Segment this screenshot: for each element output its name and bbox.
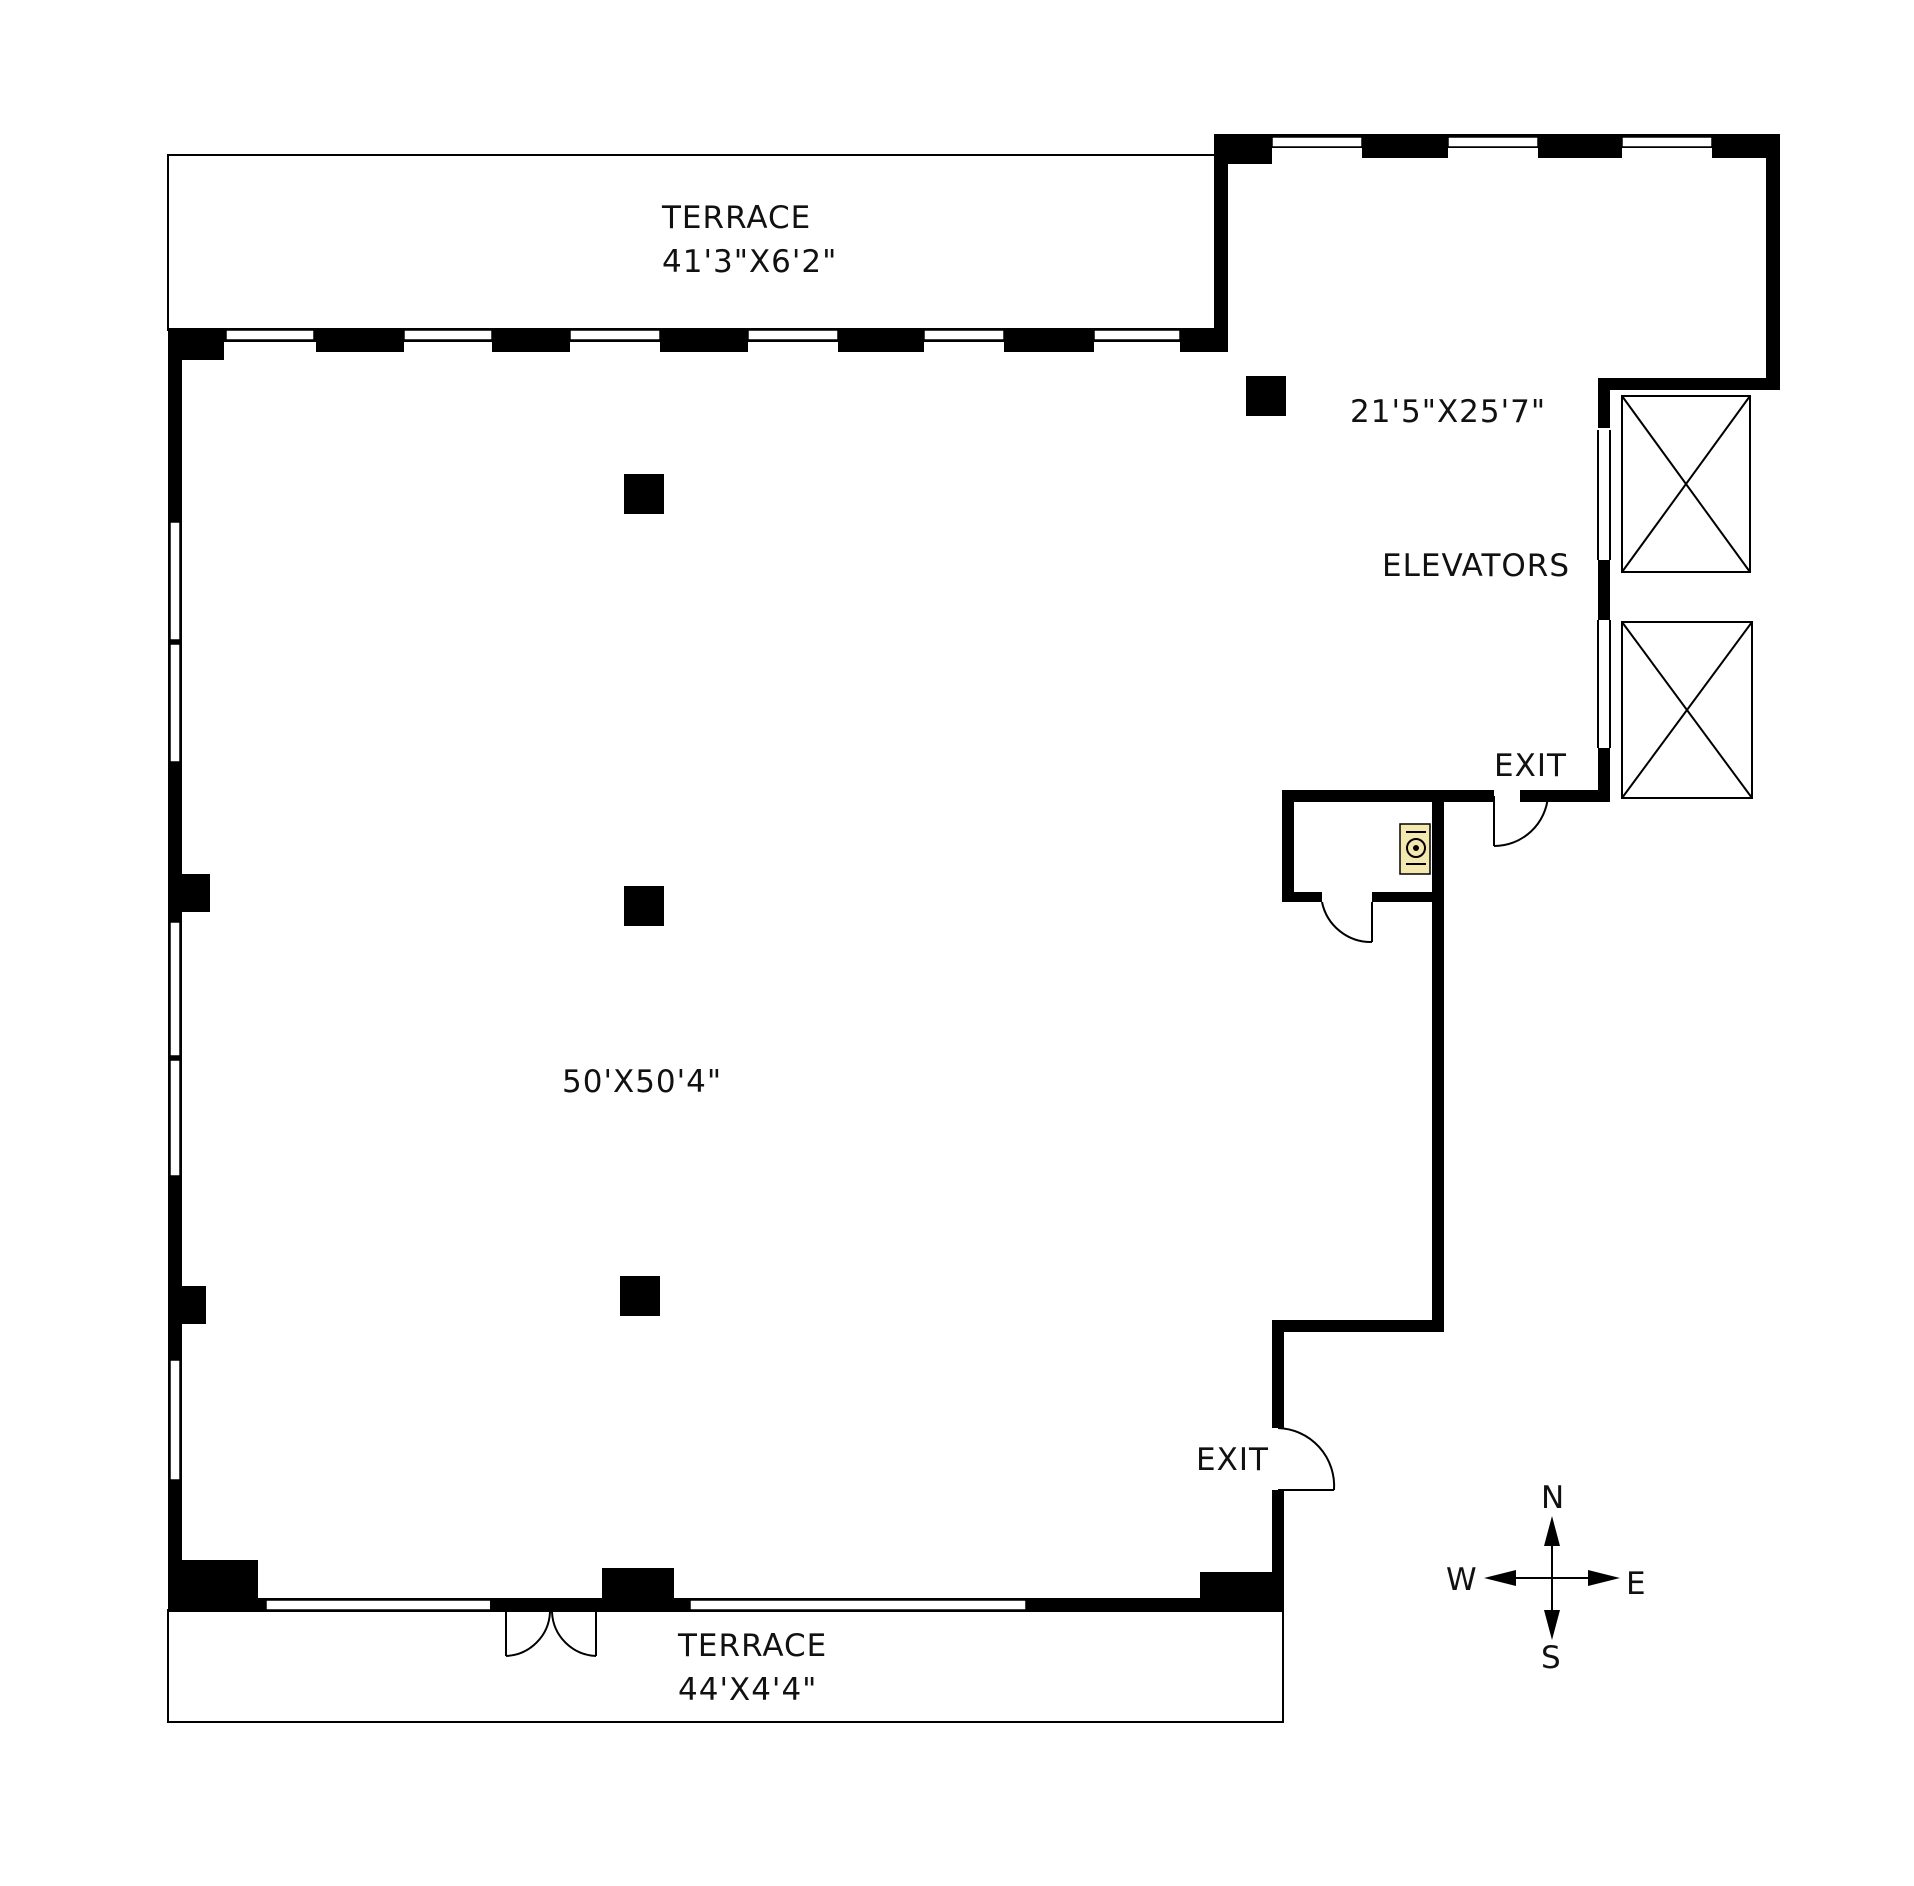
terrace-south-label: TERRACE <box>677 1628 827 1664</box>
elevator-car-2 <box>1621 621 1753 799</box>
north-arrow-icon <box>1544 1516 1560 1546</box>
compass-west-label: W <box>1446 1562 1478 1598</box>
room-labels: TERRACE 41'3"X6'2" 21'5"X25'7" ELEVATORS… <box>562 200 1570 1708</box>
east-arrow-icon <box>1588 1570 1620 1586</box>
door-exit-east <box>1493 795 1549 848</box>
elevator-car-1 <box>1621 395 1751 573</box>
door-closet <box>1321 901 1373 944</box>
elevators-label: ELEVATORS <box>1382 548 1570 584</box>
west-arrow-icon <box>1484 1570 1516 1586</box>
compass-north-label: N <box>1541 1480 1565 1516</box>
exterior-walls <box>168 134 1780 1612</box>
main-room-dimensions: 50'X50'4" <box>562 1064 722 1100</box>
lobby-dimensions: 21'5"X25'7" <box>1350 394 1546 430</box>
terrace-north-dimensions: 41'3"X6'2" <box>662 244 837 280</box>
compass-south-label: S <box>1541 1640 1562 1676</box>
wall-piers <box>168 134 1780 1612</box>
terrace-north-label: TERRACE <box>661 200 811 236</box>
door-exit-south <box>1277 1427 1336 1491</box>
exit-south-label: EXIT <box>1196 1442 1269 1478</box>
windows <box>169 136 1713 1611</box>
columns <box>620 376 1286 1316</box>
exit-east-label: EXIT <box>1494 748 1567 784</box>
elevator-shafts <box>1597 395 1753 799</box>
terrace-north <box>167 154 1217 331</box>
compass-east-label: E <box>1626 1566 1647 1602</box>
compass-rose: N S W E <box>1446 1480 1647 1676</box>
door-terrace-double <box>490 1598 606 1657</box>
terrace-south-dimensions: 44'X4'4" <box>678 1672 817 1708</box>
south-arrow-icon <box>1544 1610 1560 1640</box>
sink-fixture <box>1399 823 1431 875</box>
doors <box>490 795 1549 1657</box>
